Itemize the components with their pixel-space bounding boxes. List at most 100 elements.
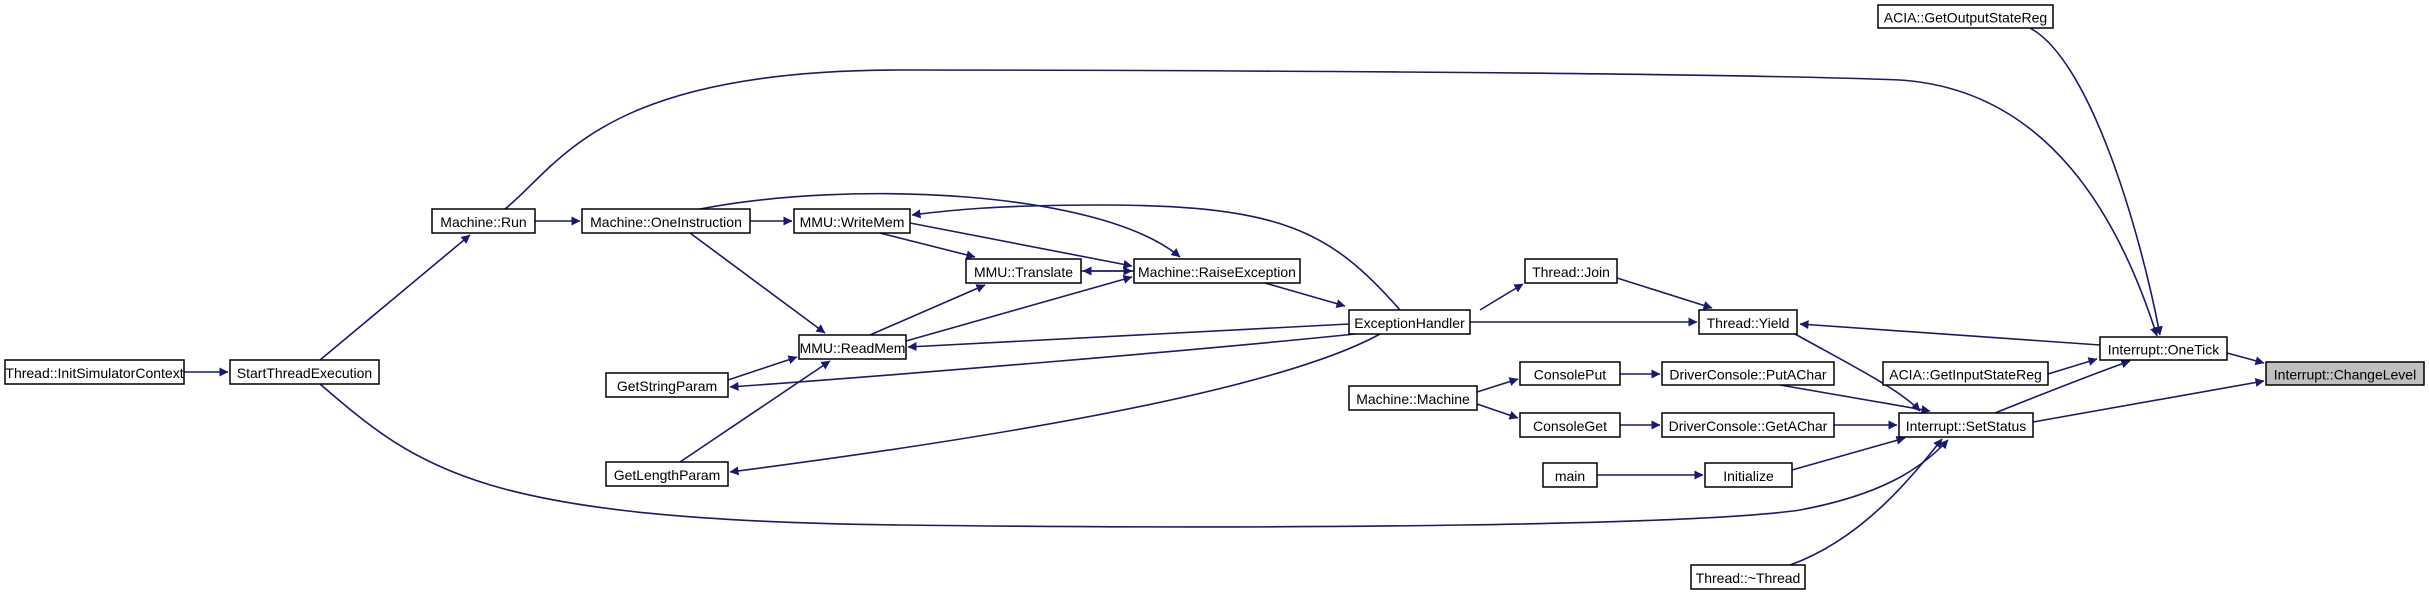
node-setstatus[interactable]: Interrupt::SetStatus (1898, 412, 2034, 438)
node-label-getstringparam: GetStringParam (617, 378, 717, 394)
edge-getstringparam-to-readmem (727, 355, 798, 381)
edge-exceptionhandler-to-writemem (911, 204, 1401, 311)
node-box-initialize (1704, 462, 1793, 488)
node-getoutputstate[interactable]: ACIA::GetOutputStateReg (1877, 4, 2054, 29)
node-box-oneinstruction (581, 208, 751, 234)
node-box-exceptionhandler (1348, 309, 1471, 335)
node-putachar[interactable]: DriverConsole::PutAChar (1661, 361, 1835, 386)
node-label-getachar: DriverConsole::GetAChar (1669, 418, 1828, 434)
node-getachar[interactable]: DriverConsole::GetAChar (1661, 412, 1835, 438)
node-initialize[interactable]: Initialize (1704, 462, 1793, 488)
edge-getoutputstate-to-onetick (2029, 27, 2163, 336)
edge-yield-to-setstatus (1794, 333, 1921, 412)
edge-exceptionhandler-to-getlengthparam (729, 333, 1381, 476)
edge-exceptionhandler-to-getstringparam (729, 333, 1356, 391)
node-join[interactable]: Thread::Join (1524, 258, 1618, 284)
edge-getinputstate-to-onetick (2047, 357, 2098, 375)
node-box-consoleput (1519, 361, 1621, 386)
node-box-machinerun (431, 208, 536, 234)
edge-onetick-to-yield (1799, 320, 2101, 346)
node-label-getinputstate: ACIA::GetInputStateReg (1889, 367, 2042, 383)
node-exceptionhandler[interactable]: ExceptionHandler (1348, 309, 1471, 335)
edge-exceptionhandler-to-join (1479, 283, 1524, 311)
node-initsimctx[interactable]: Thread::InitSimulatorContext (4, 359, 185, 385)
node-label-initialize: Initialize (1723, 468, 1774, 484)
edge-machinemachine-to-consoleget (1476, 403, 1519, 420)
node-label-putachar: DriverConsole::PutAChar (1669, 367, 1827, 383)
node-box-onetick (2099, 336, 2228, 361)
node-box-startthread (229, 359, 380, 385)
node-tildethread[interactable]: Thread::~Thread (1690, 564, 1806, 590)
node-label-main: main (1555, 468, 1585, 484)
node-label-getlengthparam: GetLengthParam (614, 467, 721, 483)
node-label-consoleget: ConsoleGet (1533, 418, 1607, 434)
edge-machinemachine-to-consoleput (1476, 377, 1519, 393)
node-label-initsimctx: Thread::InitSimulatorContext (5, 365, 183, 381)
node-label-oneinstruction: Machine::OneInstruction (590, 214, 742, 230)
node-label-join: Thread::Join (1532, 264, 1610, 280)
node-box-getoutputstate (1877, 4, 2054, 29)
node-main[interactable]: main (1542, 462, 1598, 488)
node-box-yield (1698, 309, 1798, 335)
node-startthread[interactable]: StartThreadExecution (229, 359, 380, 385)
node-box-getinputstate (1882, 361, 2049, 386)
node-box-raiseexception (1133, 258, 1301, 284)
nodes-layer: Interrupt::ChangeLevel ACIA::GetOutputSta… (4, 4, 2425, 590)
node-machinemachine[interactable]: Machine::Machine (1348, 385, 1478, 411)
node-label-startthread: StartThreadExecution (237, 365, 372, 381)
node-readmem[interactable]: MMU::ReadMem (798, 334, 907, 360)
node-box-initsimctx (4, 359, 185, 385)
node-box-main (1542, 462, 1598, 488)
node-translate[interactable]: MMU::Translate (965, 258, 1082, 284)
node-writemem[interactable]: MMU::WriteMem (793, 208, 911, 234)
node-consoleput[interactable]: ConsolePut (1519, 361, 1621, 386)
node-box-join (1524, 258, 1618, 284)
edge-onetick-to-changelevel (2226, 352, 2265, 366)
edge-oneinstruction-to-readmem (689, 232, 826, 334)
node-getlengthparam[interactable]: GetLengthParam (605, 461, 729, 487)
node-box-putachar (1661, 361, 1835, 386)
edge-writemem-to-raiseexception (909, 222, 1133, 269)
node-label-getoutputstate: ACIA::GetOutputStateReg (1884, 10, 2047, 26)
node-box-readmem (798, 334, 907, 360)
edges-layer (184, 27, 2265, 566)
edge-setstatus-to-onetick (1994, 359, 2131, 414)
node-box-getlengthparam (605, 461, 729, 487)
node-box-writemem (793, 208, 911, 234)
edge-getlengthparam-to-readmem (679, 360, 831, 463)
node-oneinstruction[interactable]: Machine::OneInstruction (581, 208, 751, 234)
node-changelevel[interactable]: Interrupt::ChangeLevel (2265, 361, 2425, 386)
node-consoleget[interactable]: ConsoleGet (1519, 412, 1621, 438)
node-box-machinemachine (1348, 385, 1478, 411)
edge-readmem-to-raiseexception (905, 274, 1133, 342)
node-onetick[interactable]: Interrupt::OneTick (2099, 336, 2228, 361)
node-label-readmem: MMU::ReadMem (800, 340, 906, 356)
node-label-changelevel: Interrupt::ChangeLevel (2274, 367, 2416, 383)
node-label-writemem: MMU::WriteMem (800, 214, 905, 230)
edge-initialize-to-setstatus (1791, 435, 1906, 471)
node-box-getstringparam (605, 372, 729, 398)
node-label-machinerun: Machine::Run (440, 214, 526, 230)
edge-raiseexception-to-exceptionhandler (1264, 282, 1346, 308)
node-box-getachar (1661, 412, 1835, 438)
node-box-setstatus (1898, 412, 2034, 438)
node-label-raiseexception: Machine::RaiseException (1138, 264, 1296, 280)
edge-setstatus-to-changelevel (2032, 378, 2265, 423)
node-getstringparam[interactable]: GetStringParam (605, 372, 729, 398)
node-machinerun[interactable]: Machine::Run (431, 208, 536, 234)
node-label-translate: MMU::Translate (974, 264, 1073, 280)
node-label-machinemachine: Machine::Machine (1356, 391, 1470, 407)
edge-oneinstruction-to-raiseexception (699, 192, 1181, 258)
node-getinputstate[interactable]: ACIA::GetInputStateReg (1882, 361, 2049, 386)
node-yield[interactable]: Thread::Yield (1698, 309, 1798, 335)
node-label-yield: Thread::Yield (1707, 315, 1790, 331)
edge-tildethread-to-setstatus (1789, 438, 1943, 566)
node-raiseexception[interactable]: Machine::RaiseException (1133, 258, 1301, 284)
edge-putachar-to-setstatus (1779, 384, 1931, 414)
node-label-consoleput: ConsolePut (1534, 367, 1606, 383)
edge-readmem-to-translate (869, 284, 986, 336)
edge-exceptionhandler-to-readmem (907, 323, 1350, 352)
node-box-translate (965, 258, 1082, 284)
node-label-tildethread: Thread::~Thread (1696, 570, 1801, 586)
